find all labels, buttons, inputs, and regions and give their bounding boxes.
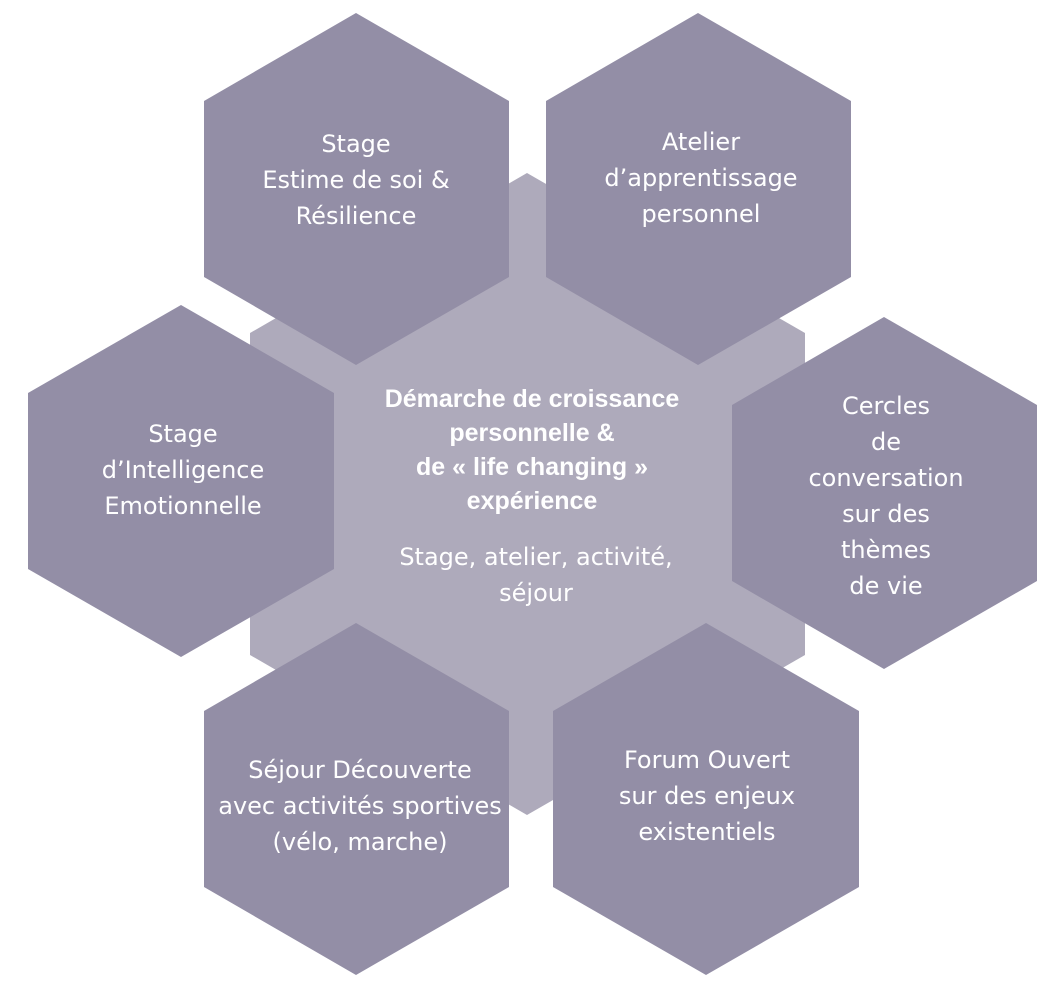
label-left: Stage d’Intelligence Emotionnelle [101, 420, 265, 520]
center-title: Démarche de croissance personnelle & de … [384, 385, 680, 515]
hexagon-top-left [204, 13, 509, 365]
label-bottom-right: Forum Ouvert sur des enjeux existentiels [618, 746, 796, 846]
hexagon-left [28, 305, 334, 657]
hexagon-right [732, 317, 1037, 669]
label-right: Cercles de conversation sur des thèmes d… [808, 392, 964, 600]
hexagon-top-right [546, 13, 851, 365]
hexagon-bottom-left [204, 623, 509, 975]
label-top-left: Stage Estime de soi & Résilience [262, 130, 450, 230]
label-bottom-left: Séjour Découverte avec activités sportiv… [218, 756, 502, 856]
hexagon-bottom-right [553, 623, 859, 975]
center-subtitle: Stage, atelier, activité, séjour [399, 543, 673, 607]
label-top-right: Atelier d’apprentissage personnel [604, 128, 798, 228]
